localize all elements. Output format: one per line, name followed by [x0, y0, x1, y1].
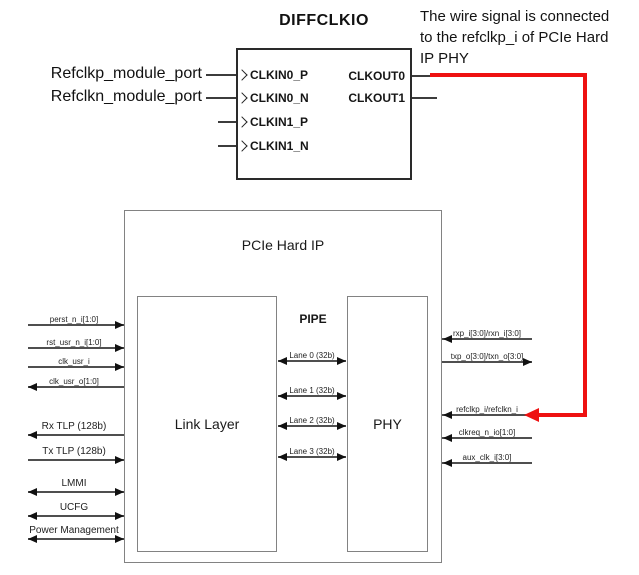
signal-label: Tx TLP (128b): [42, 446, 106, 457]
arrowhead-right-icon: [337, 453, 346, 461]
pipe-label: PIPE: [299, 312, 327, 326]
arrowhead-right-icon: [115, 456, 124, 464]
signal-line: [28, 538, 124, 540]
signal-label: perst_n_i[1:0]: [49, 315, 99, 324]
lane-line: [278, 425, 346, 427]
lane-label: Lane 1 (32b): [289, 386, 335, 395]
signal-label: rxp_i[3:0]/rxn_i[3:0]: [452, 329, 522, 338]
lane-label: Lane 2 (32b): [289, 416, 335, 425]
signal-line: [442, 414, 532, 416]
lane-line: [278, 395, 346, 397]
arrowhead-left-icon: [443, 434, 452, 442]
arrowhead-left-icon: [443, 459, 452, 467]
port-label: CLKIN1_N: [250, 139, 309, 153]
annotation-line: IP PHY: [420, 50, 469, 67]
signal-line: [28, 386, 124, 388]
signal-label: LMMI: [61, 478, 87, 489]
signal-label: txp_o[3:0]/txn_o[3:0]: [450, 352, 524, 361]
port-stub-line: [218, 121, 236, 123]
arrowhead-right-icon: [115, 321, 124, 329]
lane-label: Lane 3 (32b): [289, 447, 335, 456]
red-wire-bottom-segment: [537, 413, 587, 417]
annotation-line: to the refclkp_i of PCIe Hard: [420, 29, 609, 46]
arrowhead-right-icon: [115, 535, 124, 543]
signal-line: [28, 347, 124, 349]
module-port-label: Refclkp_module_port: [50, 65, 202, 82]
arrowhead-left-icon: [28, 488, 37, 496]
diffclkio-title: DIFFCLKIO: [279, 12, 369, 29]
arrowhead-right-icon: [115, 512, 124, 520]
phy-label: PHY: [373, 416, 402, 432]
link-layer-block: Link Layer: [137, 296, 277, 552]
arrowhead-left-icon: [28, 512, 37, 520]
arrowhead-right-icon: [337, 392, 346, 400]
signal-line: [28, 515, 124, 517]
arrowhead-left-icon: [443, 411, 452, 419]
signal-label: clk_usr_o[1:0]: [49, 377, 99, 386]
diffclkio-block: [236, 48, 412, 180]
link-layer-label: Link Layer: [174, 416, 240, 432]
arrowhead-left-icon: [28, 431, 37, 439]
port-label: CLKOUT0: [348, 69, 405, 83]
signal-label: refclkp_i/refclkn_i: [456, 405, 518, 414]
arrowhead-right-icon: [523, 358, 532, 366]
arrowhead-left-icon: [443, 335, 452, 343]
signal-line: [442, 462, 532, 464]
signal-line: [442, 338, 532, 340]
annotation-text: The wire signal is connected to the refc…: [420, 6, 639, 69]
signal-line: [442, 361, 532, 363]
signal-line: [28, 324, 124, 326]
phy-block: PHY: [347, 296, 428, 552]
signal-line: [442, 437, 532, 439]
arrowhead-left-icon: [28, 383, 37, 391]
annotation-line: The wire signal is connected: [420, 8, 610, 25]
port-stub-line: [218, 145, 236, 147]
lane-line: [278, 360, 346, 362]
signal-line: [28, 491, 124, 493]
port-label: CLKIN0_P: [250, 68, 309, 82]
arrowhead-left-icon: [278, 453, 287, 461]
arrowhead-left-icon: [28, 535, 37, 543]
arrowhead-left-icon: [278, 392, 287, 400]
signal-label: aux_clk_i[3:0]: [462, 453, 512, 462]
arrowhead-left-icon: [278, 422, 287, 430]
signal-label: rst_usr_n_i[1:0]: [46, 338, 102, 347]
port-stub-line: [206, 74, 236, 76]
lane-line: [278, 456, 346, 458]
arrowhead-left-icon: [278, 357, 287, 365]
pcie-hard-ip-title: PCIe Hard IP: [241, 237, 325, 253]
port-stub-line: [412, 97, 437, 99]
port-stub-line: [206, 97, 236, 99]
arrowhead-right-icon: [337, 357, 346, 365]
signal-label: UCFG: [59, 502, 89, 513]
port-label: CLKIN1_P: [250, 115, 309, 129]
arrowhead-right-icon: [115, 363, 124, 371]
signal-line: [28, 366, 124, 368]
signal-label: clkreq_n_io[1:0]: [458, 428, 516, 437]
module-port-label: Refclkn_module_port: [50, 88, 202, 105]
signal-label: Rx TLP (128b): [41, 421, 107, 432]
arrowhead-right-icon: [115, 488, 124, 496]
signal-label: Power Management: [29, 525, 119, 536]
port-label: CLKIN0_N: [250, 91, 309, 105]
signal-line: [28, 459, 124, 461]
red-wire-arrowhead-icon: [524, 408, 539, 422]
arrowhead-right-icon: [337, 422, 346, 430]
arrowhead-right-icon: [115, 344, 124, 352]
lane-label: Lane 0 (32b): [289, 351, 335, 360]
signal-label: clk_usr_i: [58, 357, 90, 366]
port-stub-line: [412, 75, 433, 77]
signal-line: [28, 434, 124, 436]
port-label: CLKOUT1: [348, 91, 405, 105]
red-wire-top-segment: [430, 73, 587, 77]
red-wire-vertical-segment: [583, 73, 587, 417]
